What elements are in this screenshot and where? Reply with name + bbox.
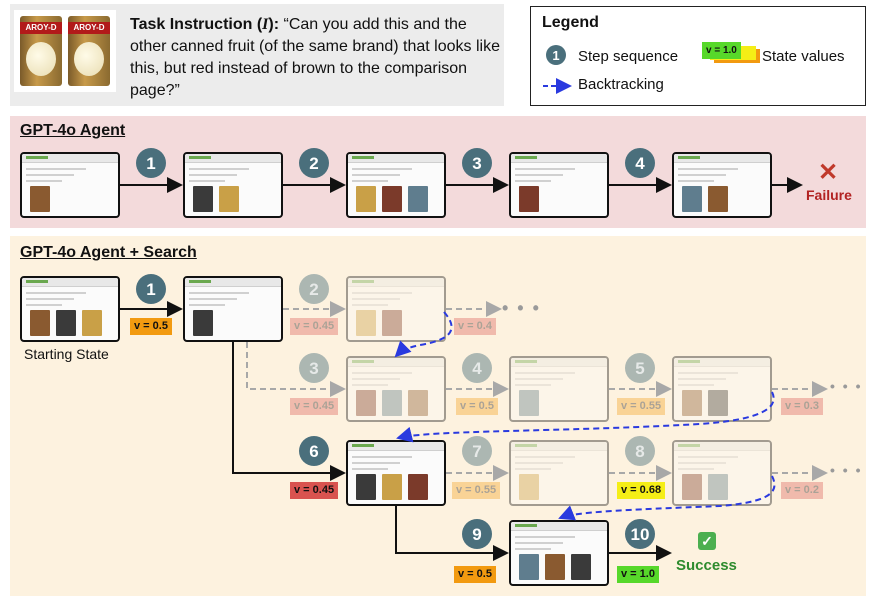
value-badge-1: v = 0.5 — [130, 318, 172, 335]
task-instruction-label: Task Instruction (I): — [130, 16, 280, 33]
search-step-9-circle — [462, 519, 492, 549]
search-step-3-circle — [299, 353, 329, 383]
agent-step-1-label: 1 — [146, 154, 155, 173]
legend-step-label: Step sequence — [578, 48, 679, 65]
search-arrow-3 — [246, 342, 346, 397]
search-screenshot-6 — [346, 440, 446, 506]
value-badge-5b: v = 0.3 — [781, 398, 823, 415]
value-badge-9: v = 0.5 — [454, 566, 496, 583]
search-arrow-9 — [395, 506, 509, 561]
backtrack-arrow-8-to-6 — [558, 475, 776, 521]
legend-step-example-label: 1 — [552, 48, 559, 63]
search-step-1-circle — [136, 274, 166, 304]
agent-screenshot-1 — [183, 152, 283, 218]
value-badge-7: v = 0.55 — [452, 482, 501, 499]
product-image: AROY-D AROY-D — [14, 10, 116, 92]
continuation-dots-row-3: • • • — [830, 462, 863, 478]
starting-state-label: Starting State — [24, 346, 109, 362]
continuation-dots-row-1: • • • — [502, 298, 541, 318]
value-badge-3: v = 0.45 — [290, 398, 339, 415]
legend-title: Legend — [542, 14, 599, 31]
legend-step-circle-icon — [546, 45, 566, 65]
search-screenshot-9 — [509, 520, 609, 586]
agent-step-4-circle — [625, 148, 655, 178]
agent-screenshot-4 — [672, 152, 772, 218]
search-step-4-circle — [462, 353, 492, 383]
agent-screenshot-0 — [20, 152, 120, 218]
value-badge-6: v = 0.45 — [290, 482, 339, 499]
agent-step-2-circle — [299, 148, 329, 178]
value-badge-4: v = 0.5 — [456, 398, 498, 415]
success-label: Success — [676, 557, 737, 574]
value-badge-8b: v = 0.2 — [781, 482, 823, 499]
agent-step-4-label: 4 — [635, 154, 645, 173]
agent-screenshot-3 — [509, 152, 609, 218]
agent-step-3-label: 3 — [472, 154, 481, 173]
value-badge-8: v = 0.68 — [617, 482, 666, 499]
search-step-7-label: 7 — [472, 442, 481, 461]
search-step-8-circle — [625, 436, 655, 466]
search-step-10-label: 10 — [631, 525, 650, 544]
search-screenshot-5 — [672, 356, 772, 422]
search-step-10-circle — [625, 519, 655, 549]
search-screenshot-3 — [346, 356, 446, 422]
search-step-6-circle — [299, 436, 329, 466]
search-step-7-circle — [462, 436, 492, 466]
task-instruction: Task Instruction (I): “Can you add this … — [130, 14, 500, 102]
search-step-8-label: 8 — [635, 442, 644, 461]
search-screenshot-start — [20, 276, 120, 342]
legend-state-label: State values — [762, 48, 845, 65]
failure-label: Failure — [806, 187, 852, 203]
legend-backtrack-label: Backtracking — [578, 76, 664, 93]
agent-screenshot-2 — [346, 152, 446, 218]
search-step-3-label: 3 — [309, 359, 318, 378]
search-step-9-label: 9 — [472, 525, 481, 544]
backtrack-arrow-5-to-1 — [396, 391, 775, 443]
search-screenshot-8 — [672, 440, 772, 506]
backtrack-arrow-2-to-1 — [394, 311, 453, 358]
search-step-2-circle — [299, 274, 329, 304]
value-badge-2: v = 0.45 — [290, 318, 339, 335]
search-step-2-label: 2 — [309, 280, 318, 299]
legend-state-example: v = 1.0 — [702, 42, 741, 59]
agent-step-1-circle — [136, 148, 166, 178]
search-arrow-6 — [232, 342, 346, 481]
search-screenshot-1 — [183, 276, 283, 342]
search-step-4-label: 4 — [472, 359, 482, 378]
failure-icon: ✕ — [818, 159, 839, 186]
value-badge-5: v = 0.55 — [617, 398, 666, 415]
search-screenshot-4 — [509, 356, 609, 422]
value-badge-2b: v = 0.4 — [454, 318, 496, 335]
agent-step-2-label: 2 — [309, 154, 318, 173]
search-screenshot-7 — [509, 440, 609, 506]
agent-step-3-circle — [462, 148, 492, 178]
search-panel-title: GPT-4o Agent + Search — [20, 244, 197, 261]
agent-panel-title: GPT-4o Agent — [20, 122, 126, 139]
value-badge-10: v = 1.0 — [617, 566, 659, 583]
search-step-1-label: 1 — [146, 280, 155, 299]
success-check-icon: ✓ — [698, 532, 716, 550]
search-step-6-label: 6 — [309, 442, 318, 461]
search-step-5-label: 5 — [635, 359, 644, 378]
legend-box — [530, 6, 866, 106]
search-step-5-circle — [625, 353, 655, 383]
task-instruction-text: “Can you add this and the other canned f… — [130, 16, 500, 99]
continuation-dots-row-2: • • • — [830, 378, 863, 394]
search-screenshot-2 — [346, 276, 446, 342]
